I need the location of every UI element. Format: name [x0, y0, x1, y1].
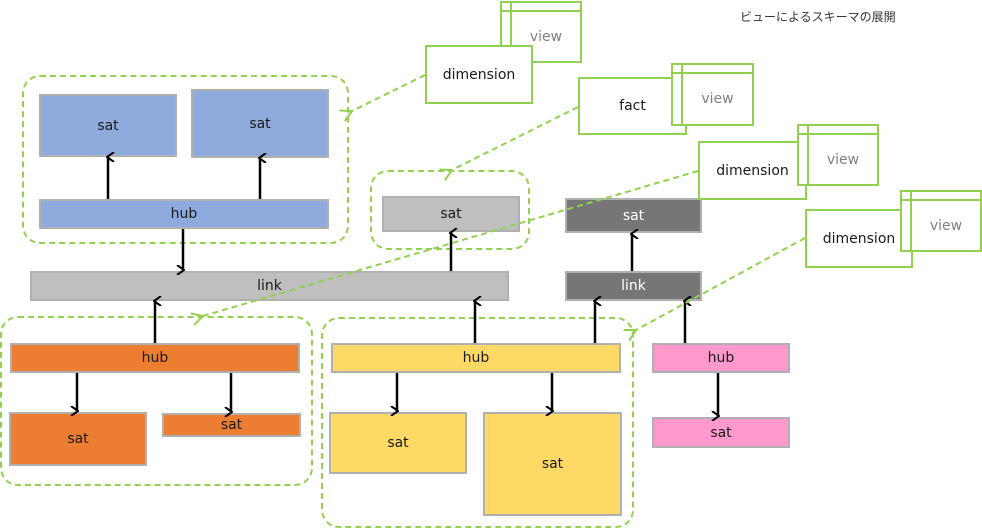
dimension-box-2[interactable]: dimension: [698, 141, 807, 200]
pink-sat[interactable]: sat: [652, 417, 790, 448]
view-label: view: [529, 28, 563, 45]
fact-box[interactable]: fact: [578, 77, 687, 135]
dashed-arrow-dimension1-to-blue: [352, 74, 426, 111]
view-header-line: [673, 72, 752, 74]
view-label: view: [826, 151, 860, 168]
label: sat: [541, 456, 564, 472]
label: sat: [622, 207, 645, 224]
diagram-title: ビューによるスキーマの展開: [740, 10, 896, 24]
pink-hub[interactable]: hub: [652, 343, 790, 373]
group-blue: [22, 75, 349, 244]
blue-hub[interactable]: hub: [39, 199, 329, 229]
label: hub: [170, 206, 198, 222]
label: hub: [462, 350, 490, 366]
view-header-line: [799, 133, 877, 135]
view-window-2[interactable]: view: [671, 63, 754, 126]
dashed-arrow-fact-to-linksat: [452, 106, 579, 170]
orange-sat-2[interactable]: sat: [162, 413, 301, 437]
view-side-line: [510, 3, 512, 61]
group-orange: [0, 316, 313, 486]
view-header-line: [502, 10, 580, 12]
blue-sat-2[interactable]: sat: [191, 89, 329, 158]
dark-link[interactable]: link: [565, 271, 702, 301]
dimension-box-3[interactable]: dimension: [805, 209, 913, 268]
label: sat: [249, 115, 271, 132]
link-sat[interactable]: sat: [382, 196, 520, 232]
group-yellow: [321, 317, 634, 528]
label: fact: [619, 98, 646, 114]
label: hub: [707, 350, 735, 366]
label: hub: [141, 350, 169, 366]
link-main[interactable]: link: [30, 271, 509, 301]
label: dimension: [442, 66, 516, 83]
yellow-sat-1[interactable]: sat: [329, 412, 467, 474]
view-window-3[interactable]: view: [797, 124, 879, 186]
view-window-4[interactable]: view: [900, 190, 982, 252]
view-label: view: [701, 91, 734, 107]
orange-sat-1[interactable]: sat: [9, 412, 147, 466]
yellow-sat-2[interactable]: sat: [483, 412, 622, 516]
dark-sat[interactable]: sat: [565, 198, 702, 233]
blue-sat-1[interactable]: sat: [39, 94, 177, 157]
label: sat: [387, 435, 409, 451]
label: link: [257, 278, 282, 294]
label: sat: [440, 206, 462, 222]
label: link: [621, 278, 646, 294]
label: dimension: [822, 230, 896, 247]
dimension-box-1[interactable]: dimension: [425, 45, 533, 104]
label: sat: [710, 424, 732, 441]
view-label: view: [929, 217, 963, 234]
yellow-hub[interactable]: hub: [331, 343, 621, 373]
label: sat: [220, 417, 243, 433]
view-side-line: [910, 192, 912, 250]
view-side-line: [807, 126, 809, 184]
label: dimension: [716, 162, 789, 179]
view-header-line: [902, 199, 980, 201]
label: sat: [67, 431, 89, 447]
label: sat: [97, 117, 119, 134]
orange-hub[interactable]: hub: [10, 343, 300, 373]
view-side-line: [681, 65, 683, 124]
